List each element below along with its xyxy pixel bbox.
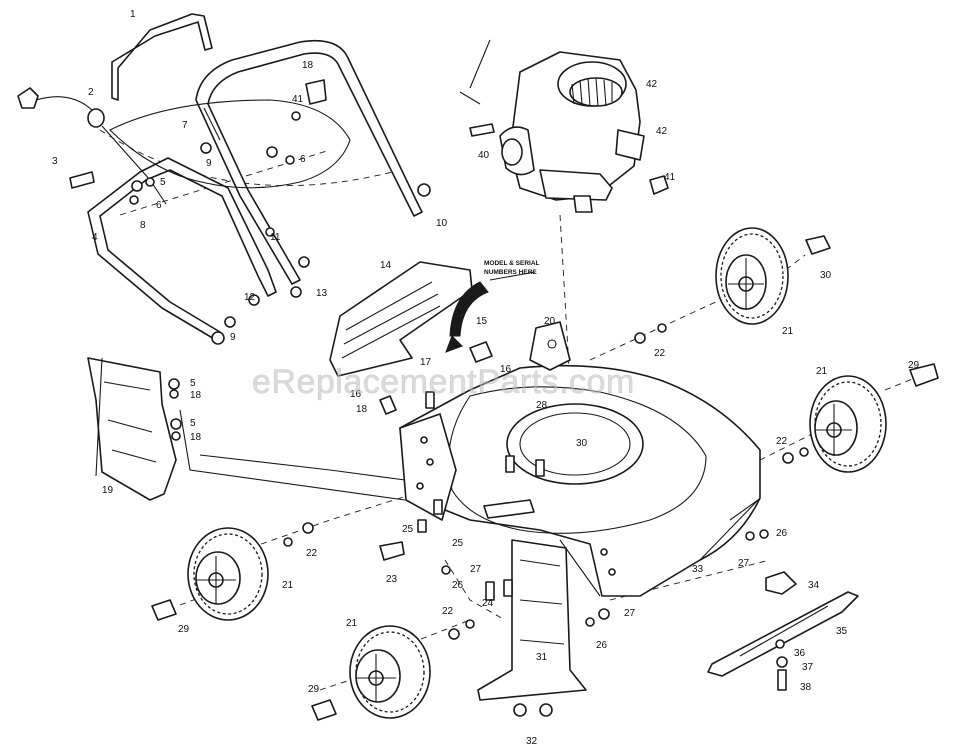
callout-1: 1 bbox=[130, 9, 136, 20]
deck-hardware bbox=[379, 341, 545, 601]
callout-16b: 16 bbox=[350, 389, 362, 400]
callout-36: 36 bbox=[794, 648, 806, 659]
deck-bracket bbox=[529, 321, 571, 371]
callout-32: 32 bbox=[526, 736, 538, 747]
callout-21b: 21 bbox=[816, 366, 828, 377]
callout-25b: 25 bbox=[452, 538, 464, 549]
callout-24: 24 bbox=[482, 598, 494, 609]
serial-note bbox=[445, 271, 536, 353]
callout-21c: 21 bbox=[282, 580, 294, 591]
callout-13: 13 bbox=[316, 288, 328, 299]
callout-42b: 42 bbox=[656, 126, 668, 137]
control-cable bbox=[17, 87, 167, 205]
callout-22c: 22 bbox=[306, 548, 318, 559]
callout-9b: 9 bbox=[230, 332, 236, 343]
callout-2: 2 bbox=[88, 87, 94, 98]
callout-3: 3 bbox=[52, 156, 58, 167]
serial-note-line1: MODEL & SERIAL bbox=[484, 260, 540, 267]
callout-7: 7 bbox=[182, 120, 188, 131]
handle-bar bbox=[195, 39, 423, 285]
washer-stack bbox=[168, 378, 182, 441]
callout-18c: 18 bbox=[190, 390, 202, 401]
callout-33: 33 bbox=[692, 564, 704, 575]
callout-37: 37 bbox=[802, 662, 814, 673]
callout-5b: 5 bbox=[190, 378, 196, 389]
callout-35: 35 bbox=[836, 626, 848, 637]
callout-27a: 27 bbox=[738, 558, 750, 569]
callout-19: 19 bbox=[102, 485, 114, 496]
callout-6: 6 bbox=[156, 200, 162, 211]
callout-12: 12 bbox=[244, 292, 256, 303]
callout-40: 40 bbox=[478, 150, 490, 161]
watermark: eReplacementParts.com bbox=[252, 363, 635, 401]
callout-11: 11 bbox=[270, 232, 281, 243]
handle-hardware bbox=[129, 79, 431, 345]
engine bbox=[459, 39, 669, 213]
callout-34: 34 bbox=[808, 580, 820, 591]
callout-30a: 30 bbox=[820, 270, 832, 281]
rear-deflector bbox=[329, 261, 473, 377]
callout-10: 10 bbox=[436, 218, 448, 229]
callout-27b: 27 bbox=[470, 564, 482, 575]
callout-26b: 26 bbox=[452, 580, 464, 591]
callout-41a: 41 bbox=[292, 94, 304, 105]
callout-41b: 41 bbox=[664, 172, 676, 183]
wheel-front-right bbox=[809, 375, 887, 473]
callout-30b: 30 bbox=[576, 438, 588, 449]
callout-5c: 5 bbox=[190, 418, 196, 429]
wheel-bolts bbox=[151, 235, 939, 721]
callout-26a: 26 bbox=[776, 528, 788, 539]
callout-22d: 22 bbox=[442, 606, 454, 617]
callout-26c: 26 bbox=[596, 640, 608, 651]
blade bbox=[707, 571, 859, 691]
callout-labels: 1 2 3 4 5 6 7 8 9 18 41 6 10 11 12 13 9 … bbox=[52, 9, 920, 747]
callout-27c: 27 bbox=[624, 608, 636, 619]
callout-25a: 25 bbox=[402, 524, 414, 535]
wheel-rear-right bbox=[715, 227, 789, 325]
upper-handle bbox=[111, 13, 213, 101]
callout-22a: 22 bbox=[654, 348, 666, 359]
callout-4: 4 bbox=[92, 232, 98, 243]
callout-22b: 22 bbox=[776, 436, 788, 447]
axle-washers bbox=[283, 323, 809, 717]
callout-14: 14 bbox=[380, 260, 392, 271]
callout-18d: 18 bbox=[190, 432, 202, 443]
rear-skirt bbox=[477, 539, 587, 701]
callout-21d: 21 bbox=[346, 618, 358, 629]
callout-18a: 18 bbox=[302, 60, 314, 71]
callout-38: 38 bbox=[800, 682, 812, 693]
callout-29b: 29 bbox=[308, 684, 320, 695]
deflector-outline bbox=[109, 99, 351, 189]
callout-17: 17 bbox=[420, 357, 432, 368]
callout-42a: 42 bbox=[646, 79, 658, 90]
callout-18b: 18 bbox=[356, 404, 368, 415]
callout-6b: 6 bbox=[300, 154, 306, 165]
callout-20: 20 bbox=[544, 316, 556, 327]
callout-31: 31 bbox=[536, 652, 548, 663]
serial-note-line2: NUMBERS HERE bbox=[484, 269, 537, 276]
callout-21a: 21 bbox=[782, 326, 794, 337]
callout-16: 16 bbox=[500, 364, 512, 375]
wheel-front-left bbox=[349, 625, 431, 719]
callout-29c: 29 bbox=[178, 624, 190, 635]
callout-9: 9 bbox=[206, 158, 212, 169]
callout-5: 5 bbox=[160, 177, 166, 188]
callout-15: 15 bbox=[476, 316, 488, 327]
discharge-chute bbox=[87, 357, 177, 501]
callout-29a: 29 bbox=[908, 360, 920, 371]
callout-23: 23 bbox=[386, 574, 398, 585]
wheel-rear-left bbox=[187, 527, 269, 621]
callout-8: 8 bbox=[140, 220, 146, 231]
callout-28: 28 bbox=[536, 400, 548, 411]
